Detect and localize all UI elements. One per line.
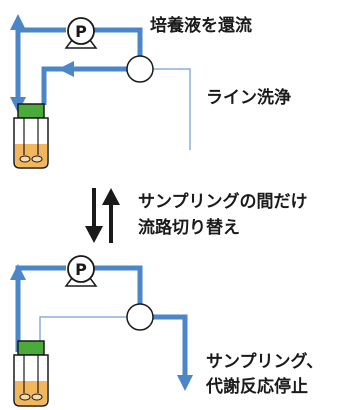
bottom-circuit: P サンプリング、 代謝反応停止 <box>9 255 323 407</box>
top-pump: P <box>64 17 98 49</box>
bottom-sampling-label-line1: サンプリング、 <box>206 351 323 372</box>
bottom-pump-label: P <box>75 260 87 279</box>
switch-label-line1: サンプリングの間だけ <box>138 191 308 212</box>
top-culture-bottle <box>13 103 49 169</box>
top-circuit: P 培養液を還流 ライン洗浄 <box>9 13 291 169</box>
bottom-outflow-line <box>15 265 66 352</box>
top-valve <box>126 55 154 83</box>
top-pump-to-valve-line <box>94 27 143 56</box>
bottom-sampling-line <box>153 314 194 392</box>
bottom-sampling-label-line2: 代謝反応停止 <box>205 376 308 397</box>
top-pump-label: P <box>75 22 87 41</box>
top-wash-line <box>140 68 191 150</box>
switch-label-line2: 流路切り替え <box>138 217 240 238</box>
top-return-line <box>41 66 127 105</box>
bottom-pump-to-valve-line <box>94 265 143 305</box>
bottom-pump: P <box>64 255 98 287</box>
switch-arrows <box>85 188 120 243</box>
bottom-thin-line <box>39 316 127 352</box>
top-reflux-label: 培養液を還流 <box>150 15 252 36</box>
bottom-valve <box>126 303 154 331</box>
bottom-culture-bottle <box>13 340 49 407</box>
top-line-wash-label: ライン洗浄 <box>206 87 291 108</box>
